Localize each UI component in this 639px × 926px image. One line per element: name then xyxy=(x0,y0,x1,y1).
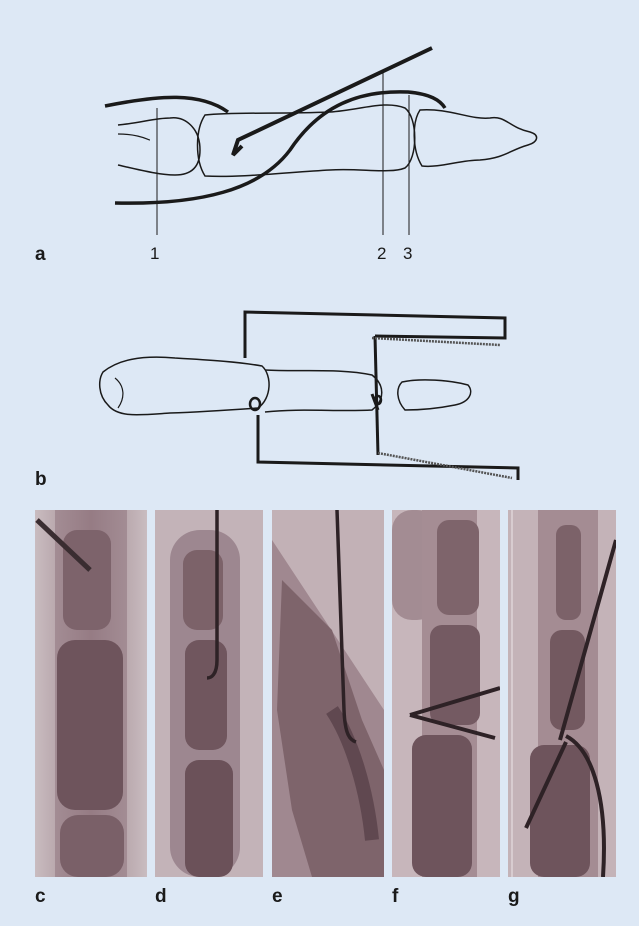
panel-label-b: b xyxy=(35,470,47,489)
line-drawings xyxy=(0,0,639,510)
marker-label-3: 3 xyxy=(403,245,412,262)
panel-label-a: a xyxy=(35,245,46,264)
dorsal-splint xyxy=(105,97,228,112)
xray-image-g xyxy=(508,510,616,877)
fixator-frame-bottom xyxy=(258,415,518,480)
drawing-a-finger-splint xyxy=(105,48,537,235)
xray-image-d xyxy=(155,510,263,877)
panel-label-g: g xyxy=(508,887,520,906)
metacarpal-outline xyxy=(100,357,269,415)
xray-image-c xyxy=(35,510,147,877)
distal-phalanx-outline xyxy=(414,110,536,167)
proximal-bone-b xyxy=(265,370,382,412)
middle-phalanx-outline xyxy=(118,118,200,175)
proximal-phalanx-outline xyxy=(198,105,415,176)
panel-label-e: e xyxy=(272,887,283,906)
marker-label-2: 2 xyxy=(377,245,386,262)
palmar-splint xyxy=(115,92,445,203)
drawing-b-external-fixator xyxy=(100,312,518,480)
panel-label-f: f xyxy=(392,887,398,906)
xray-image-f xyxy=(392,510,500,877)
k-wire xyxy=(233,48,432,155)
panel-label-c: c xyxy=(35,887,46,906)
marker-label-1: 1 xyxy=(150,245,159,262)
panel-label-d: d xyxy=(155,887,167,906)
xray-image-e xyxy=(272,510,384,877)
distal-bone-b xyxy=(398,380,471,410)
